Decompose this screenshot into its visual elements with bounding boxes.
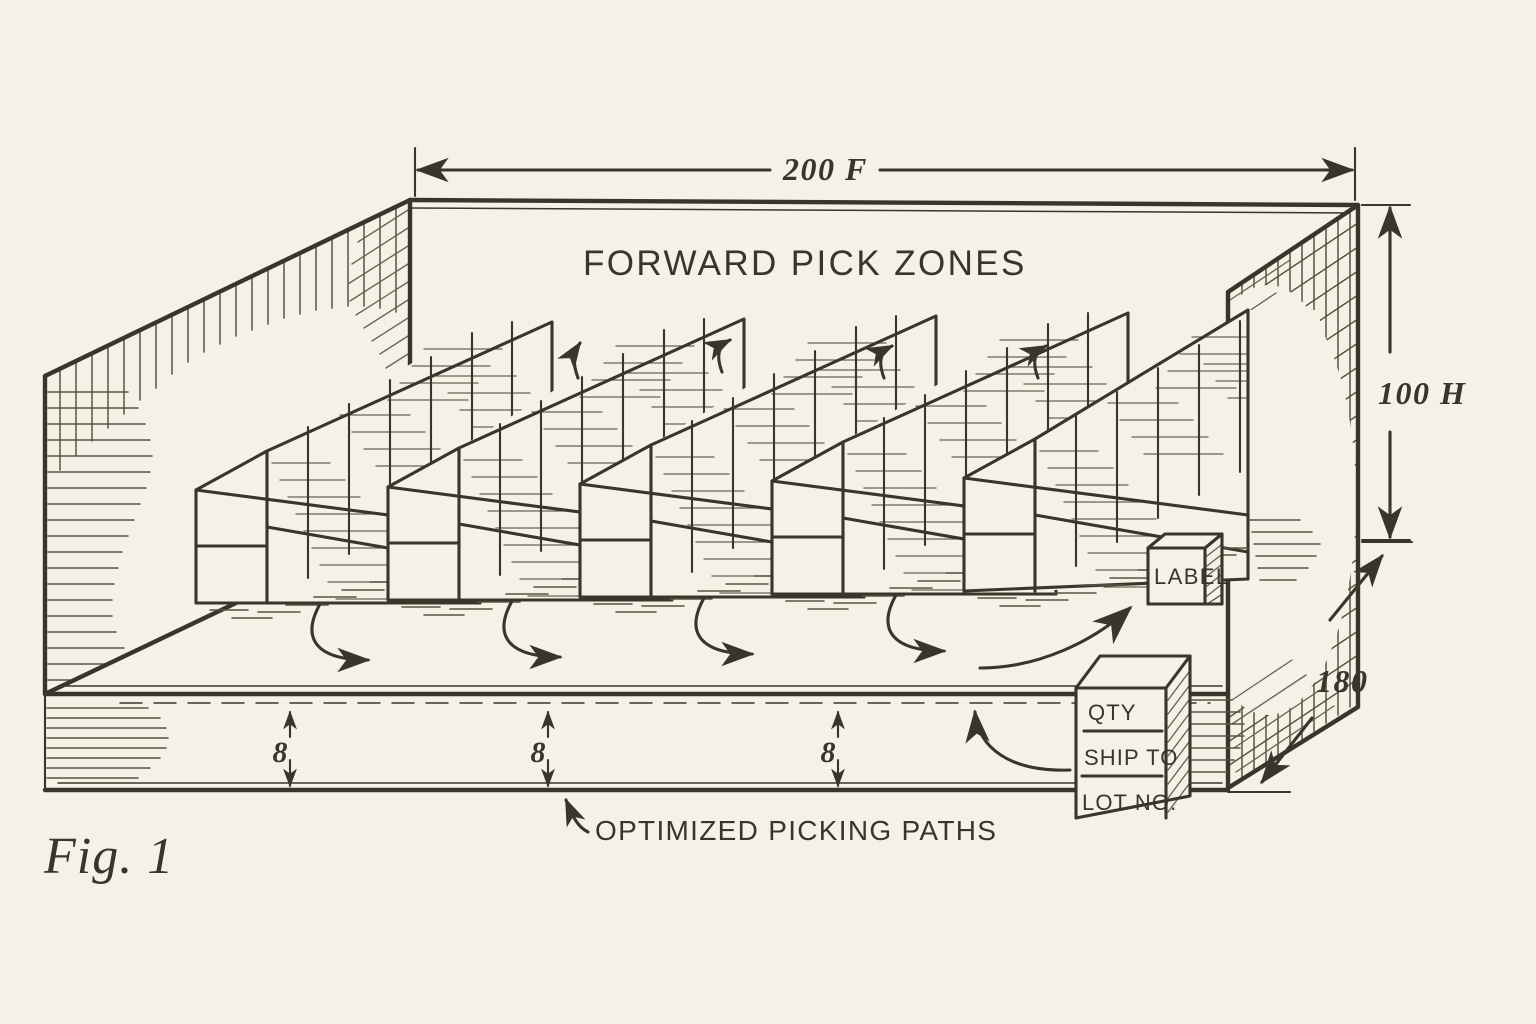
path-arrow-1 <box>310 602 371 673</box>
dimension-aisle-2-label: 8 <box>531 736 546 769</box>
carton-row-lot-no: LOT NO. <box>1082 790 1177 815</box>
path-arrow-2 <box>502 599 563 670</box>
return-arrow-4 <box>1018 344 1049 380</box>
return-arrow-2 <box>702 338 733 374</box>
dimension-depth: 180 <box>1226 540 1414 794</box>
picking-paths-leader <box>564 797 590 834</box>
page-title: FORWARD PICK ZONES <box>583 244 1027 283</box>
carton-row-qty: QTY <box>1088 700 1137 725</box>
dimension-depth-label: 180 <box>1316 663 1369 699</box>
dimension-width: 200 F <box>413 146 1357 202</box>
dimension-aisle-2: 8 <box>531 710 555 788</box>
picking-path-arrows <box>310 338 1133 772</box>
dimension-aisle-3-label: 8 <box>821 736 836 769</box>
rack-rows <box>194 308 1321 619</box>
carton-row-ship-to: SHIP TO <box>1084 745 1179 770</box>
return-arrow-3 <box>864 344 895 380</box>
label-cube: LABEL <box>1146 532 1230 606</box>
dimension-aisle-1-label: 8 <box>273 736 288 769</box>
ceiling-edge <box>407 197 1361 214</box>
path-arrow-to-label <box>978 605 1133 670</box>
carton-leader-arrow <box>965 709 1072 772</box>
picking-paths-callout: OPTIMIZED PICKING PATHS <box>564 797 997 846</box>
dimension-height-label: 100 H <box>1378 375 1466 411</box>
figure-caption: Fig. 1 <box>43 828 174 885</box>
dimension-aisle-3: 8 <box>821 710 845 788</box>
label-cube-text: LABEL <box>1154 564 1230 589</box>
rack-row-5 <box>962 308 1321 607</box>
floor <box>42 685 1231 793</box>
path-arrow-4 <box>886 593 947 664</box>
path-arrow-3 <box>694 596 755 667</box>
dimension-height: 100 H <box>1360 203 1466 542</box>
dimension-width-label: 200 F <box>782 151 868 187</box>
shipping-carton: QTY SHIP TO LOT NO. <box>1074 654 1245 820</box>
return-arrow-1 <box>557 341 582 380</box>
dimension-aisle-1: 8 <box>273 710 297 788</box>
picking-paths-label: OPTIMIZED PICKING PATHS <box>595 815 997 846</box>
